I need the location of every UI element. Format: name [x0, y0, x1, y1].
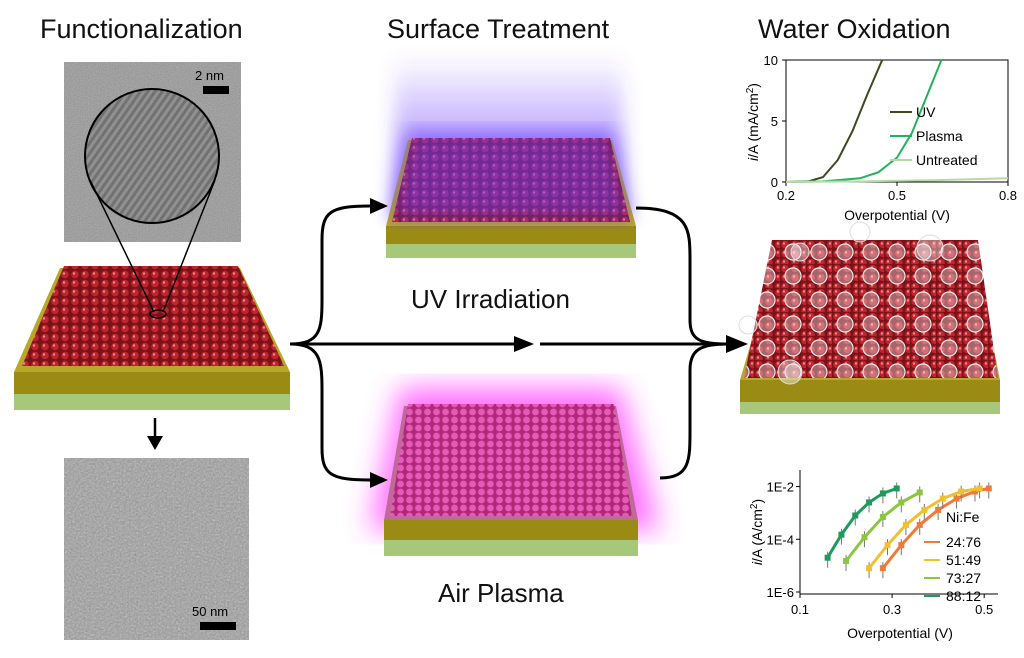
chart2-data-point	[866, 565, 873, 572]
chart2-x-axis-label: Overpotential (V)	[847, 625, 953, 641]
catalyst-slab-bubbles	[738, 221, 1000, 414]
catalyst-slab-plasma	[370, 388, 660, 556]
chart1-y-tick-label: 10	[764, 53, 778, 68]
chart1-legend-label: Plasma	[916, 128, 963, 144]
chart1-series-line	[785, 177, 1009, 183]
catalyst-slab-left	[14, 266, 290, 410]
chart1-y-tick-label: 0	[771, 175, 778, 190]
chart2-y-tick-label: 1E-2	[767, 480, 794, 495]
label-air-plasma: Air Plasma	[438, 578, 564, 608]
label-uv-irradiation: UV Irradiation	[411, 284, 570, 314]
chart2-y-tick-label: 1E-4	[767, 532, 794, 547]
chart2-y-tick-label: 1E-6	[767, 585, 794, 600]
down-arrow	[147, 418, 163, 450]
chart2-legend-label: 73:27	[946, 570, 981, 586]
sem-texture	[64, 458, 249, 640]
heading-functionalization: Functionalization	[40, 14, 243, 44]
chart1-x-tick-label: 0.8	[999, 188, 1017, 203]
chart1-legend-label: Untreated	[916, 152, 977, 168]
chart1-x-tick-label: 0.2	[777, 188, 795, 203]
sem-scale-label: 50 nm	[192, 604, 229, 619]
heading-surface-treatment: Surface Treatment	[387, 14, 610, 44]
chart1-legend-label: UV	[916, 104, 936, 120]
chart2-series-line	[867, 486, 980, 570]
chart2-legend-label: 51:49	[946, 552, 981, 568]
chart2-data-point	[879, 565, 886, 572]
catalyst-slab-uv	[386, 55, 636, 258]
chart2-x-tick-label: 0.3	[883, 602, 901, 617]
process-arrows	[289, 204, 729, 482]
sem-micrograph	[64, 458, 249, 640]
chart2-legend-label: 24:76	[946, 534, 981, 550]
chart1-series-line	[785, 59, 884, 183]
chart1-x-tick-label: 0.5	[888, 188, 906, 203]
heading-water-oxidation: Water Oxidation	[758, 14, 951, 44]
chart2-series-line	[826, 486, 898, 559]
chart2-data-point	[916, 489, 923, 496]
tem-scale-label: 2 nm	[195, 68, 224, 83]
chart2-x-tick-label: 0.1	[791, 602, 809, 617]
chart1-x-axis-label: Overpotential (V)	[844, 207, 950, 223]
chart2-series-line	[844, 491, 921, 562]
chart1-y-tick-label: 5	[771, 114, 778, 129]
magnifier-lens	[84, 88, 220, 319]
chart2-legend-label: 88:12	[946, 588, 981, 604]
chart2-x-tick-label: 0.5	[975, 602, 993, 617]
chart2-legend-title: Ni:Fe	[946, 509, 980, 525]
chart-tafel: 0.1 0.3 0.5 1E-2 1E-4 1E-6 Ni:Fe 24:76 51:49 73:…	[749, 470, 998, 641]
arrow-heads	[370, 198, 748, 488]
chart2-y-axis-label: i/A (A/cm2)	[749, 499, 765, 565]
chart1-y-axis-label: i/A (mA/cm2)	[745, 83, 761, 161]
chart2-series-line	[881, 486, 990, 570]
sem-scale-bar	[200, 622, 236, 630]
tem-scale-bar	[203, 86, 229, 94]
